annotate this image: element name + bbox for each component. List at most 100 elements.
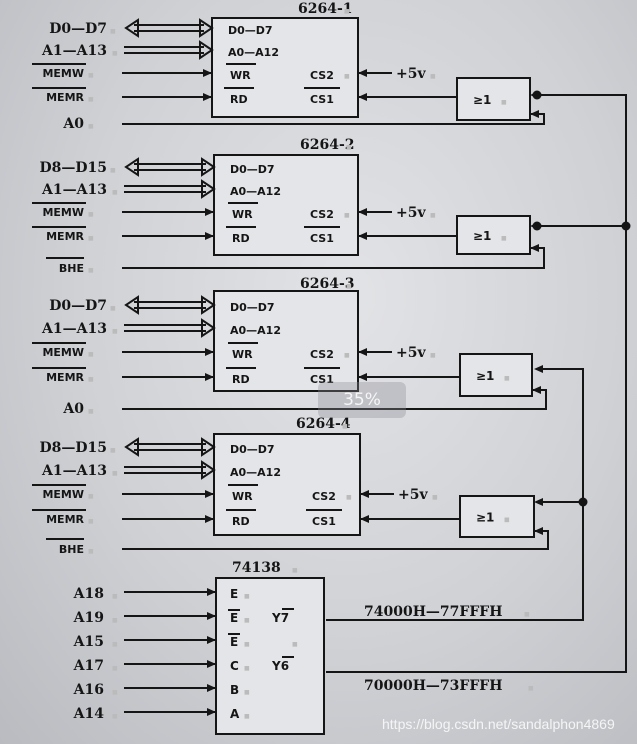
- chip2-pin-wr: WR: [232, 208, 253, 221]
- chip4-cs1-arrow: [360, 515, 369, 523]
- chip4-input-memr-label: MEMR: [46, 513, 84, 526]
- label-marker: ■: [501, 235, 507, 242]
- label-marker: ■: [501, 99, 507, 106]
- chip2-or-gate-symbol: ≥1: [473, 229, 491, 243]
- decoder-pin-5: A: [230, 707, 240, 721]
- chip2-select-arrow: [530, 244, 539, 252]
- chip3-input-memr-label: MEMR: [46, 371, 84, 384]
- label-marker: ■: [88, 123, 94, 130]
- chip1-memr-wire-arrow: [203, 93, 212, 101]
- chip2-memr-wire-arrow: [205, 232, 214, 240]
- label-marker: ■: [110, 167, 116, 174]
- chip1-title: 6264-1: [298, 1, 353, 17]
- decoder-input-a18-label: A18: [73, 586, 104, 602]
- decoder-input-a16-arrow: [207, 684, 216, 692]
- chip2-cs1-arrow: [358, 232, 367, 240]
- chip1-or-gate-symbol: ≥1: [473, 93, 491, 107]
- chip2-input-select-label: BHE: [59, 262, 84, 275]
- chip2-input-addr-bus-label: A1—A13: [41, 182, 107, 198]
- label-marker: ■: [88, 211, 94, 218]
- chip1-select-arrow: [530, 110, 539, 118]
- label-marker: ■: [432, 494, 438, 501]
- chip2-input-memw-label: MEMW: [42, 206, 84, 219]
- label-marker: ■: [344, 73, 350, 80]
- decoder-input-a19-arrow: [207, 612, 216, 620]
- label-marker: ■: [244, 593, 250, 600]
- decoder-pin-0: E: [230, 587, 238, 601]
- chip2-title: 6264-2: [300, 137, 355, 153]
- chip1-vcc-label: +5v: [396, 66, 426, 82]
- chip1-pin-wr: WR: [230, 69, 251, 82]
- label-marker: ■: [110, 28, 116, 35]
- label-marker: ■: [88, 96, 94, 103]
- label-marker: ■: [244, 641, 250, 648]
- gate2-input-dot: [532, 221, 542, 231]
- chip2-pin-addr: A0—A12: [230, 185, 281, 198]
- decoder-input-a16-label: A16: [73, 682, 104, 698]
- label-marker: ■: [112, 617, 118, 624]
- chip2-vcc-label: +5v: [396, 205, 426, 221]
- zoom-level-badge: 35%: [318, 382, 406, 418]
- chip3-pin-data: D0—D7: [230, 301, 275, 314]
- chip2-data-bus-arrow-right: [201, 157, 216, 177]
- label-marker: ■: [430, 212, 436, 219]
- chip2-data-bus-arrow-left: [124, 157, 139, 177]
- gate1-input-dot: [532, 90, 542, 100]
- chip4-data-bus-arrow-right: [201, 437, 216, 457]
- decoder-pin-2: E: [230, 635, 238, 649]
- chip4-memw-arrow: [205, 490, 214, 498]
- label-marker: ■: [244, 689, 250, 696]
- chip1-input-memw-label: MEMW: [42, 67, 84, 80]
- chip2-pin-cs2: CS2: [310, 208, 334, 221]
- y6-output-wire: [326, 94, 627, 673]
- label-marker: ■: [524, 611, 530, 618]
- decoder-input-a15-label: A15: [73, 634, 104, 650]
- chip3-input-addr-bus-label: A1—A13: [41, 321, 107, 337]
- chip2-pin-rd: RD: [232, 232, 250, 245]
- chip3-select-arrow: [532, 386, 541, 394]
- label-marker: ■: [342, 423, 348, 430]
- label-marker: ■: [504, 375, 510, 382]
- chip1-addr-bus-arrow: [199, 40, 214, 60]
- label-marker: ■: [244, 713, 250, 720]
- chip4-addr-bus-arrow: [201, 460, 216, 480]
- chip4-data-bus-arrow-left: [124, 437, 139, 457]
- chip4-pin-cs2: CS2: [312, 490, 336, 503]
- y7-junction-dot: [578, 497, 588, 507]
- chip3-pin-cs2: CS2: [310, 348, 334, 361]
- chip3-input-select-label: A0: [62, 401, 84, 417]
- label-marker: ■: [88, 72, 94, 79]
- y7-address-range-label: 74000H—77FFFH: [364, 604, 502, 620]
- label-marker: ■: [112, 593, 118, 600]
- chip4-or-gate-symbol: ≥1: [476, 511, 494, 525]
- label-marker: ■: [88, 235, 94, 242]
- label-marker: ■: [112, 713, 118, 720]
- label-marker: ■: [344, 212, 350, 219]
- y7-to-gate3-arrow: [534, 365, 543, 373]
- decoder-pin-y7: Y7: [271, 611, 289, 625]
- label-marker: ■: [88, 493, 94, 500]
- chip2-or-gate: [456, 215, 531, 255]
- chip4-input-memw-label: MEMW: [42, 488, 84, 501]
- chip2-memw-arrow: [205, 208, 214, 216]
- chip4-input-data-bus-label: D8—D15: [39, 440, 107, 456]
- label-marker: ■: [344, 8, 350, 15]
- chip1-data-bus-arrow-left: [124, 18, 139, 38]
- decoder-input-a14-label: A14: [73, 706, 105, 722]
- chip3-input-memw-label: MEMW: [42, 346, 84, 359]
- chip4-pin-cs1: CS1: [312, 515, 336, 528]
- chip3-data-bus-arrow-right: [201, 295, 216, 315]
- chip1-pin-cs1: CS1: [310, 93, 334, 106]
- decoder-title: 74138: [232, 560, 281, 576]
- chip3-memory-box: [213, 290, 359, 392]
- label-marker: ■: [292, 641, 298, 648]
- label-marker: ■: [88, 518, 94, 525]
- label-marker: ■: [112, 641, 118, 648]
- decoder-input-a18-arrow: [207, 588, 216, 596]
- y7-output-wire: [326, 368, 584, 621]
- chip3-addr-bus-arrow: [201, 318, 216, 338]
- chip1-vcc-arrow: [358, 69, 367, 77]
- watermark-url: https://blog.csdn.net/sandalphon4869: [382, 716, 615, 732]
- chip1-cs1-arrow: [358, 93, 367, 101]
- label-marker: ■: [112, 50, 118, 57]
